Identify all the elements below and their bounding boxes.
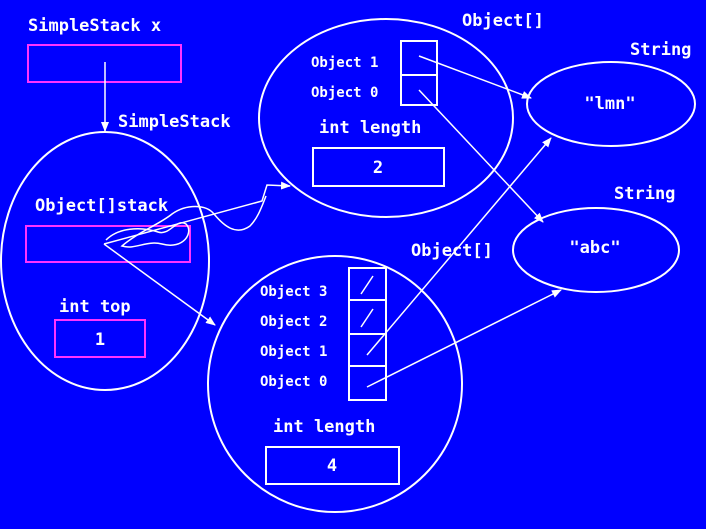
array1-slot0-label: Object 0 <box>311 85 378 101</box>
string2-value: "abc" <box>569 238 620 258</box>
pointer-stack-to-array2 <box>103 243 216 326</box>
pointer-erased-scribble <box>105 195 267 248</box>
array2-slot3-null-mark <box>360 275 374 295</box>
simplestack-type-label: SimpleStack <box>118 112 231 132</box>
top-field-value: 1 <box>95 330 105 350</box>
top-field-box <box>54 319 146 358</box>
pointer-array1-slot0-to-abc <box>418 89 544 223</box>
array1-type-label: Object[] <box>462 11 544 31</box>
pointer-array2-slot0-to-abc <box>366 289 562 388</box>
array2-type-label: Object[] <box>411 241 493 261</box>
array2-slot3-label: Object 3 <box>260 284 327 300</box>
pointer-array1-slot1-to-lmn <box>418 55 532 99</box>
variable-x-label: SimpleStack x <box>28 16 161 36</box>
array2-object <box>207 255 463 513</box>
simplestack-object <box>0 131 210 391</box>
array1-length-label: int length <box>319 118 421 138</box>
array2-slot1-label: Object 1 <box>260 344 327 360</box>
stack-field-box <box>25 225 191 263</box>
array2-length-box <box>265 446 400 485</box>
array1-length-box <box>312 147 445 187</box>
string1-value: "lmn" <box>584 94 635 114</box>
stack-field-label: Object[]stack <box>35 196 168 216</box>
string1-object <box>526 61 696 147</box>
array1-object <box>258 18 514 218</box>
array1-slot1-box <box>400 40 438 76</box>
pointer-array2-slot1-to-lmn <box>366 137 552 356</box>
array2-length-label: int length <box>273 417 375 437</box>
array1-length-value: 2 <box>373 158 383 178</box>
array1-slot0-box <box>400 74 438 106</box>
array2-length-value: 4 <box>327 456 337 476</box>
string2-type-label: String <box>614 184 675 204</box>
array1-slot1-label: Object 1 <box>311 55 378 71</box>
string2-object <box>512 207 680 293</box>
string1-type-label: String <box>630 40 691 60</box>
array2-slot0-label: Object 0 <box>260 374 327 390</box>
top-field-label: int top <box>59 297 131 317</box>
array2-slot2-null-mark <box>360 308 374 328</box>
array2-slot0-box <box>348 365 387 401</box>
array2-slot2-label: Object 2 <box>260 314 327 330</box>
